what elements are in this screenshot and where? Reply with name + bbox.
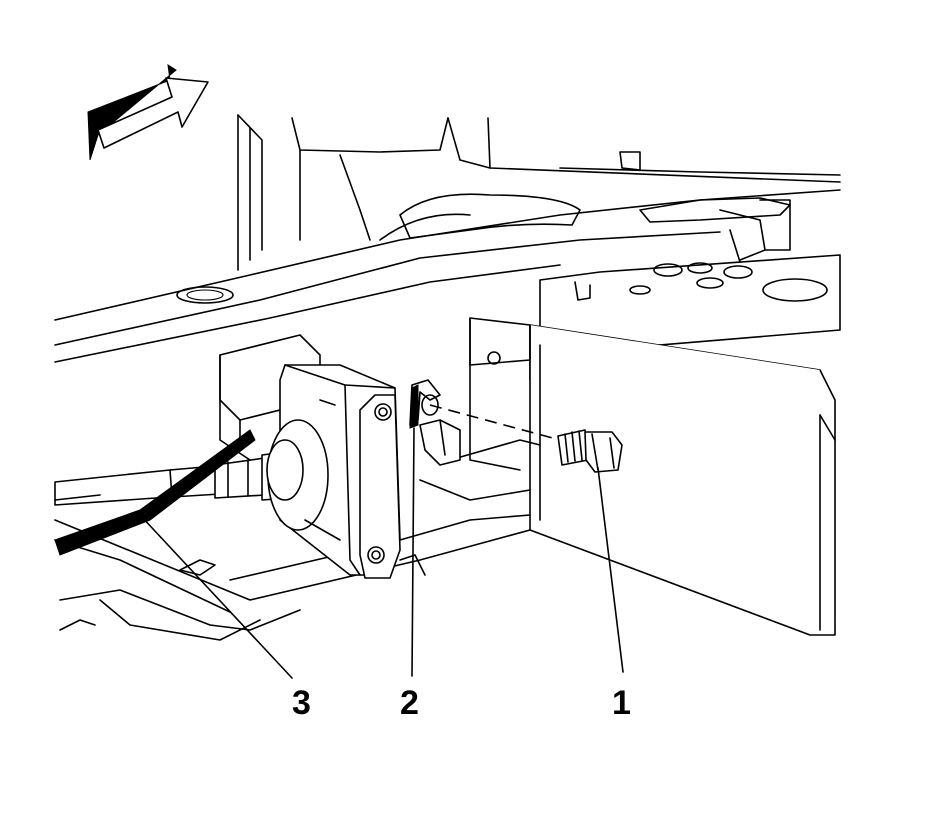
bolt: [557, 429, 623, 473]
callout-label-2: 2: [400, 684, 419, 722]
actuator-housing: [219, 334, 401, 579]
alignment-dashed-line: [429, 404, 561, 441]
callout-label-1: 1: [612, 684, 631, 722]
leader-lines: [139, 427, 624, 679]
tray-assembly: [469, 254, 841, 636]
vehicle-body-structure: [54, 114, 841, 363]
cable: [54, 429, 289, 556]
clip: [409, 379, 461, 466]
callout-label-3: 3: [292, 684, 311, 722]
forward-direction-arrow-icon: [87, 64, 209, 161]
